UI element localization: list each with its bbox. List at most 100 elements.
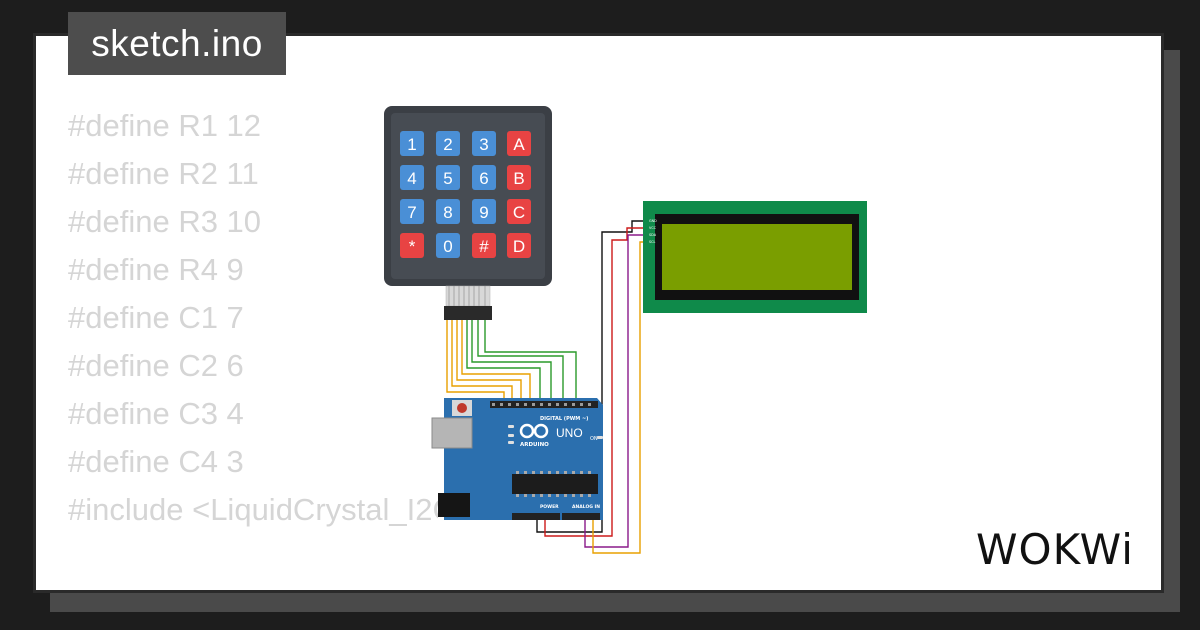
key-cap-blue: [436, 131, 460, 156]
code-line: #define C4 3: [68, 444, 244, 479]
keypad-key[interactable]: #: [472, 233, 496, 258]
lcd-1602-i2c: GND VCC SDA SCL: [643, 201, 867, 313]
code-line: #define R3 10: [68, 204, 262, 239]
keypad-inner: [391, 113, 545, 279]
on-label: ON: [590, 436, 598, 442]
keypad-key[interactable]: D: [507, 233, 531, 258]
code-line: #define C1 7: [68, 300, 244, 335]
key-cap-blue: [472, 131, 496, 156]
key-cap-blue: [400, 165, 424, 190]
code-line: #define R1 12: [68, 108, 262, 143]
key-cap-red: [507, 233, 531, 258]
keypad-key[interactable]: 9: [472, 199, 496, 224]
wire-keypad-c4[interactable]: [484, 320, 577, 405]
power-label: POWER: [540, 504, 559, 510]
code-line: #define R4 9: [68, 252, 244, 287]
key-label: C: [513, 203, 525, 222]
key-label: *: [409, 237, 416, 256]
key-cap-red: [507, 199, 531, 224]
wire-lcd-vcc[interactable]: [544, 227, 648, 537]
keypad-header-pins: [444, 306, 492, 320]
key-label: 4: [407, 169, 416, 188]
keypad-key[interactable]: 0: [436, 233, 460, 258]
key-cap-red: [400, 233, 424, 258]
wire-keypad-c1[interactable]: [466, 320, 541, 405]
key-cap-blue: [400, 131, 424, 156]
keypad-key[interactable]: C: [507, 199, 531, 224]
wire-keypad-r4[interactable]: [461, 320, 531, 405]
wire-keypad-c2[interactable]: [471, 320, 552, 405]
digital-header: [490, 401, 598, 408]
code-preview: #define R1 12 #define R2 11 #define R3 1…: [68, 102, 438, 542]
key-cap-blue: [472, 165, 496, 190]
code-line: #define C2 6: [68, 348, 244, 383]
key-label: A: [513, 135, 525, 154]
reset-button[interactable]: [457, 403, 467, 413]
key-label: 7: [407, 203, 416, 222]
wokwi-logo-text: WOKWi: [976, 525, 1134, 574]
keypad-keys: 1 2 3 A 4 5 6 B 7 8 9 C * 0 # D: [400, 131, 531, 258]
key-cap-blue: [472, 199, 496, 224]
wire-keypad-r3[interactable]: [456, 320, 522, 405]
chip-pins: [516, 471, 591, 497]
wire-lcd-gnd[interactable]: [536, 220, 648, 533]
keypad-key[interactable]: 6: [472, 165, 496, 190]
key-label: 0: [443, 237, 452, 256]
wire-lcd-sda[interactable]: [584, 234, 648, 548]
analog-header: [562, 513, 600, 520]
key-label: 8: [443, 203, 452, 222]
key-cap-red: [472, 233, 496, 258]
wokwi-logo: WOKWi: [976, 525, 1134, 574]
key-label: 2: [443, 135, 452, 154]
keypad-key[interactable]: 8: [436, 199, 460, 224]
lcd-pin-label: SDA: [649, 233, 657, 237]
key-label: 1: [407, 135, 416, 154]
keypad-key[interactable]: 5: [436, 165, 460, 190]
key-cap-red: [507, 131, 531, 156]
lcd-screen: [662, 224, 852, 290]
keypad-key[interactable]: 4: [400, 165, 424, 190]
wire-keypad-c3[interactable]: [477, 320, 564, 405]
file-name-tab[interactable]: sketch.ino: [68, 12, 286, 75]
key-cap-blue: [436, 199, 460, 224]
key-label: 6: [479, 169, 488, 188]
keypad-connector: [444, 285, 492, 320]
lcd-pins: GND VCC SDA SCL: [649, 219, 657, 244]
atmega-chip: [512, 474, 598, 494]
key-label: B: [513, 169, 524, 188]
usb-port: [431, 417, 473, 449]
digital-label: DIGITAL (PWM ~): [540, 416, 588, 422]
keypad-key[interactable]: 2: [436, 131, 460, 156]
lcd-pin-label: VCC: [649, 226, 657, 230]
keypad-key[interactable]: B: [507, 165, 531, 190]
keypad-key[interactable]: *: [400, 233, 424, 258]
key-label: 9: [479, 203, 488, 222]
keypad-key[interactable]: 7: [400, 199, 424, 224]
arduino-infinity-logo: [519, 423, 549, 439]
code-line: #define C3 4: [68, 396, 244, 431]
digital-header-pins: [492, 403, 591, 406]
keypad-ribbon: [445, 285, 491, 307]
key-label: D: [513, 237, 525, 256]
keypad-ribbon-lines: [448, 286, 486, 306]
analog-label: ANALOG IN: [572, 504, 600, 510]
lcd-pin-label: SCL: [649, 240, 656, 244]
keypad-4x4: 1 2 3 A 4 5 6 B 7 8 9 C * 0 # D: [384, 106, 552, 320]
arduino-brand: ARDUINO: [520, 442, 549, 448]
wire-lcd-scl[interactable]: [592, 241, 648, 554]
code-line: #include <LiquidCrystal_I2C.h>: [68, 492, 438, 527]
lcd-pin-label: GND: [649, 219, 657, 223]
wire-keypad-r2[interactable]: [451, 320, 513, 405]
keypad-key[interactable]: 3: [472, 131, 496, 156]
key-cap-blue: [400, 199, 424, 224]
key-cap-blue: [436, 233, 460, 258]
keypad-key[interactable]: 1: [400, 131, 424, 156]
code-line: #define R2 11: [68, 156, 259, 191]
keypad-key[interactable]: A: [507, 131, 531, 156]
power-header: [512, 513, 560, 520]
key-label: #: [479, 237, 489, 256]
arduino-model: UNO: [556, 426, 583, 440]
key-cap-blue: [436, 165, 460, 190]
key-label: 3: [479, 135, 488, 154]
